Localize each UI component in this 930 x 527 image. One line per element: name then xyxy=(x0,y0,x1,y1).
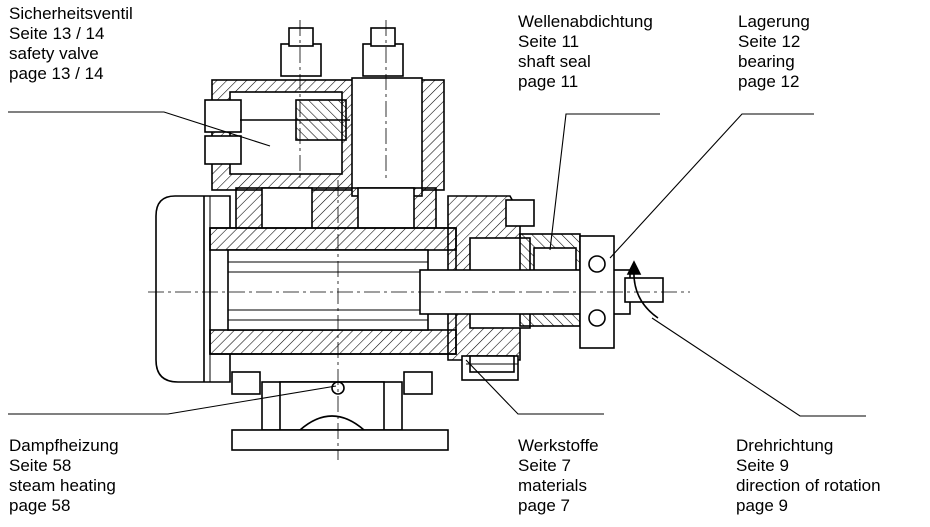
callout-safety-valve: Sicherheitsventil Seite 13 / 14 safety v… xyxy=(9,4,133,84)
callout-shaft-seal-en-page: page 11 xyxy=(518,72,579,91)
leader-shaft-seal xyxy=(549,113,660,251)
callout-rotation-de-page: Seite 9 xyxy=(736,456,789,475)
callout-materials: Werkstoffe Seite 7 materials page 7 xyxy=(518,436,599,516)
leader-rotation xyxy=(651,317,866,417)
callout-materials-de-page: Seite 7 xyxy=(518,456,571,475)
callout-safety-valve-en: safety valve xyxy=(9,44,99,63)
safety-valve-housing xyxy=(204,27,445,197)
housing-bolts xyxy=(466,355,518,373)
callout-steam-heating-de-page: Seite 58 xyxy=(9,456,72,475)
callout-bearing-en-page: page 12 xyxy=(738,72,800,91)
leader-safety-valve xyxy=(8,111,271,147)
leader-materials xyxy=(465,359,604,415)
callout-bearing-de: Lagerung xyxy=(738,12,810,31)
callout-bearing: Lagerung Seite 12 bearing page 12 xyxy=(738,12,810,92)
leader-bearing xyxy=(609,113,814,259)
callout-shaft-seal-en: shaft seal xyxy=(518,52,591,71)
callout-steam-heating: Dampfheizung Seite 58 steam heating page… xyxy=(9,436,119,516)
mounting-foot xyxy=(231,371,449,451)
callout-steam-heating-en: steam heating xyxy=(9,476,116,495)
callout-materials-de: Werkstoffe xyxy=(518,436,599,455)
leader-steam-heating xyxy=(8,385,337,415)
callout-rotation-de: Drehrichtung xyxy=(736,436,834,455)
callout-bearing-de-page: Seite 12 xyxy=(738,32,801,51)
callout-rotation-en-page: page 9 xyxy=(736,496,788,515)
callout-materials-en: materials xyxy=(518,476,587,495)
callout-safety-valve-en-page: page 13 / 14 xyxy=(9,64,104,83)
pump-casing xyxy=(209,227,457,355)
callout-bearing-en: bearing xyxy=(738,52,795,71)
callout-materials-en-page: page 7 xyxy=(518,496,570,515)
callout-safety-valve-de: Sicherheitsventil xyxy=(9,4,133,23)
callout-shaft-seal: Wellenabdichtung Seite 11 shaft seal pag… xyxy=(518,12,653,92)
callout-shaft-seal-de-page: Seite 11 xyxy=(518,32,580,51)
callout-steam-heating-en-page: page 58 xyxy=(9,496,71,515)
callout-rotation: Drehrichtung Seite 9 direction of rotati… xyxy=(736,436,881,516)
callout-shaft-seal-de: Wellenabdichtung xyxy=(518,12,653,31)
callout-rotation-en: direction of rotation xyxy=(736,476,881,495)
callout-steam-heating-de: Dampfheizung xyxy=(9,436,119,455)
rotation-arrow-icon xyxy=(626,260,659,319)
flange xyxy=(235,187,437,233)
callout-safety-valve-de-page: Seite 13 / 14 xyxy=(9,24,105,43)
